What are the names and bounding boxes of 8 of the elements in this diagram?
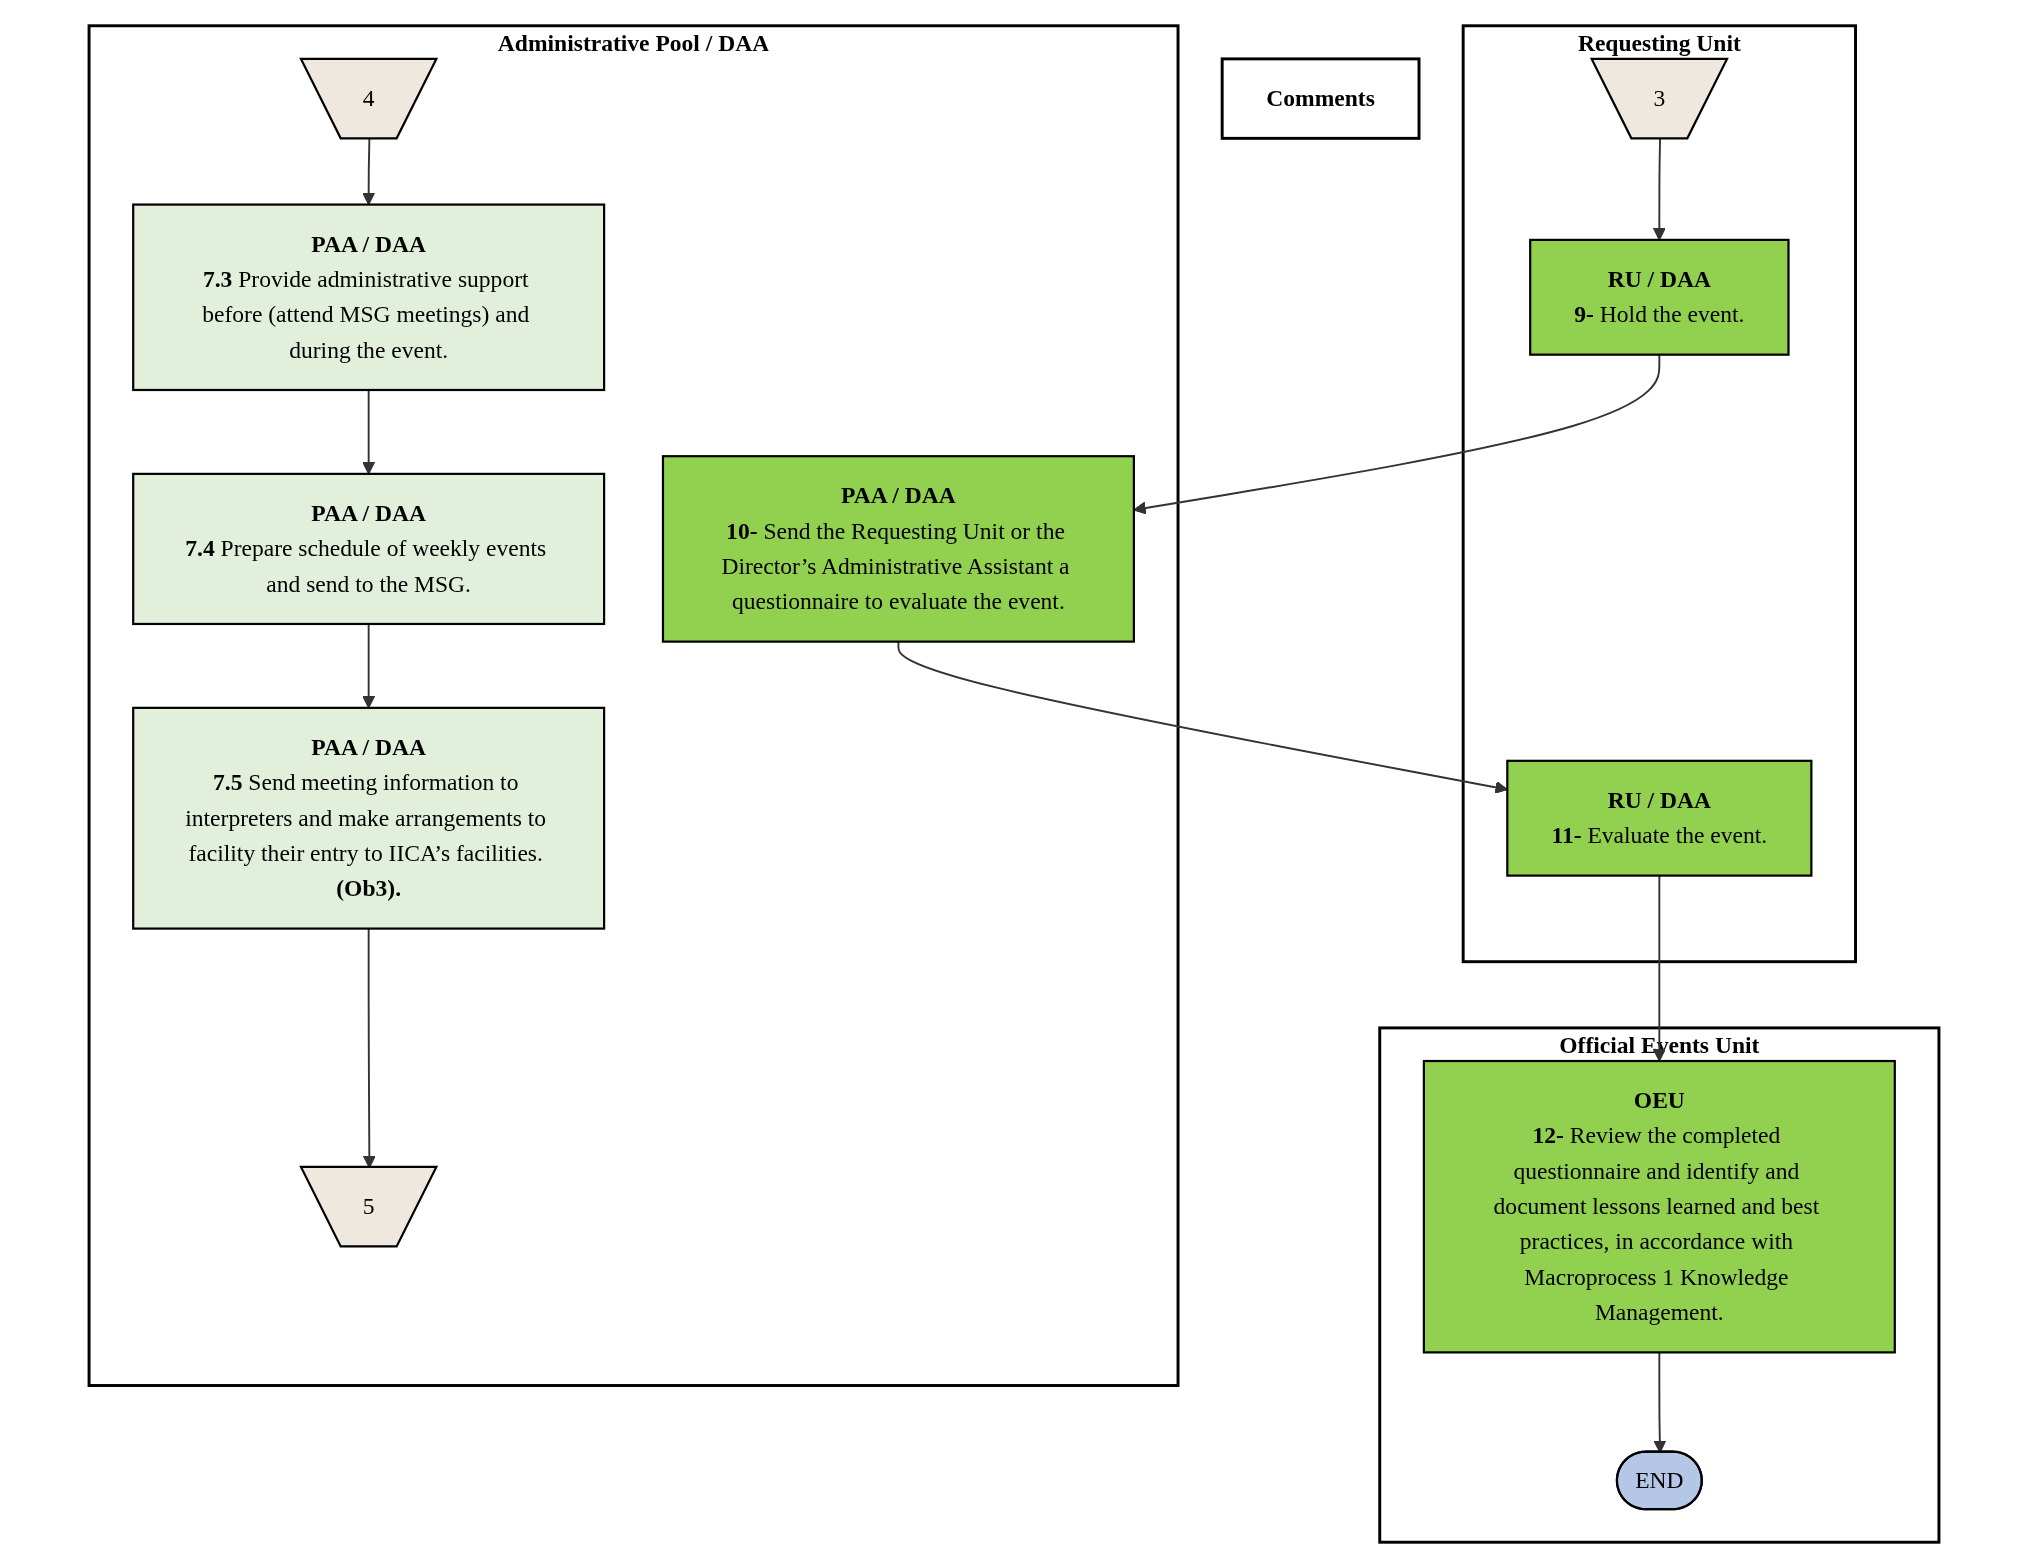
node-box: PAA / DAA 7.3 Provide administrative support before (attend MSG meetings) and during the event.	[131, 203, 605, 392]
node-box: Comments	[1220, 57, 1420, 140]
node-box: OEU 12- Review the completed questionnaire and identify and document lessons learned and best practices, in accordance with Macroprocess 1 Knowledge Management.	[1422, 1059, 1896, 1354]
node-box: RU / DAA 9- Hold the event.	[1528, 238, 1790, 356]
node-box: PAA / DAA 7.5 Send meeting information to interpreters and make arrangements to facility their entry to IICA’s facilities. (Ob3).	[131, 706, 605, 930]
node-box: PAA / DAA 10- Send the Requesting Unit or the Director’s Administrative Assistant a questionnaire to evaluate the event.	[661, 455, 1135, 643]
node-box: RU / DAA 11- Evaluate the event.	[1505, 759, 1812, 877]
node-box: PAA / DAA 7.4 Prepare schedule of weekly events and send to the MSG.	[131, 472, 605, 626]
